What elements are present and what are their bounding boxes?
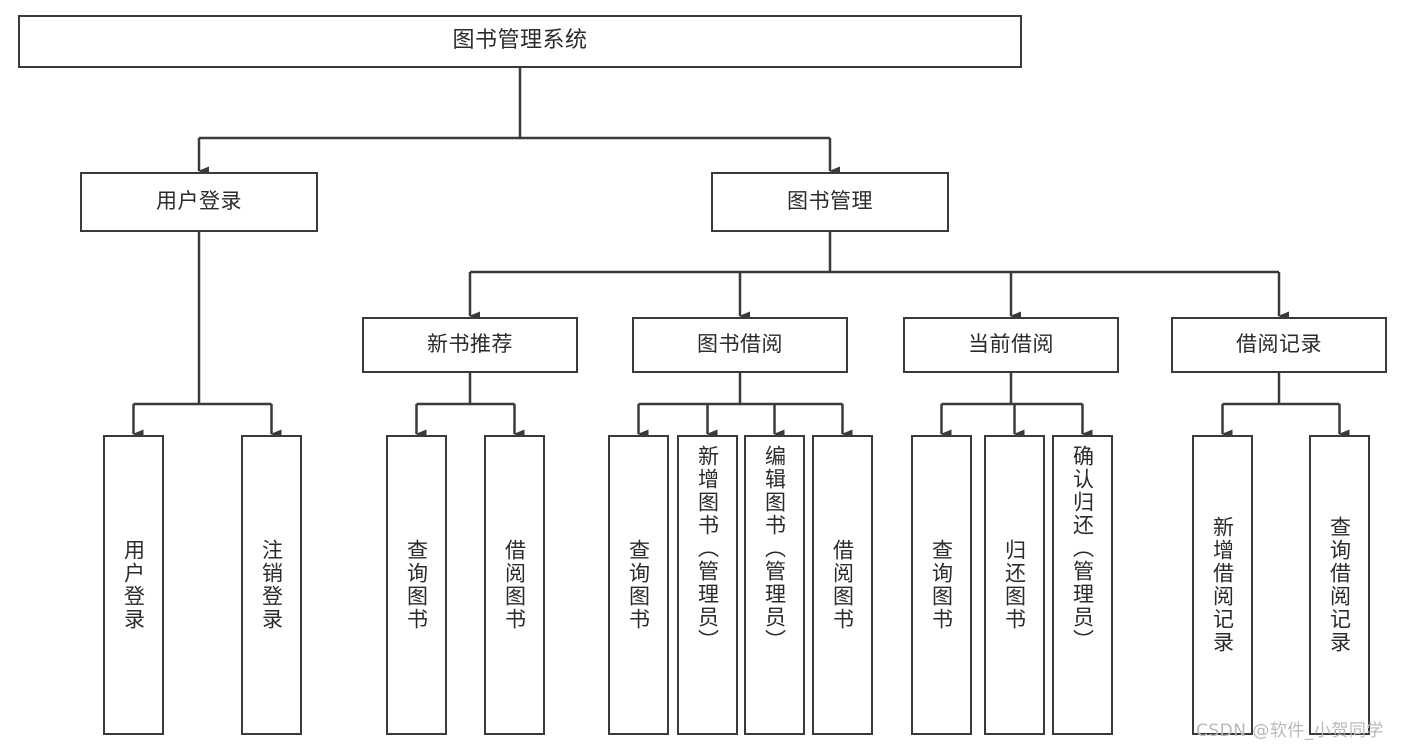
csdn-watermark: CSDN @软件_小贺同学 — [1196, 721, 1384, 741]
node-leaf-edit-book[interactable]: 编辑图书（管理员） — [744, 435, 805, 735]
node-label: 查询图书 — [929, 539, 954, 631]
node-label: 新书推荐 — [427, 332, 513, 357]
node-label: 新增图书（管理员） — [695, 445, 720, 652]
node-book-borrow[interactable]: 图书借阅 — [632, 317, 848, 373]
node-leaf-add-record[interactable]: 新增借阅记录 — [1192, 435, 1253, 735]
node-label: 编辑图书（管理员） — [762, 445, 787, 652]
node-current-borrow[interactable]: 当前借阅 — [903, 317, 1119, 373]
node-label: 注销登录 — [259, 539, 284, 631]
node-leaf-query-book-rec[interactable]: 查询图书 — [386, 435, 447, 735]
node-label: 查询借阅记录 — [1327, 516, 1352, 654]
node-leaf-borrow-book-rec[interactable]: 借阅图书 — [484, 435, 545, 735]
node-leaf-user-logout[interactable]: 注销登录 — [241, 435, 302, 735]
node-leaf-query-record[interactable]: 查询借阅记录 — [1309, 435, 1370, 735]
node-label: 用户登录 — [121, 539, 146, 631]
node-leaf-query-book-c[interactable]: 查询图书 — [911, 435, 972, 735]
node-new-book-rec[interactable]: 新书推荐 — [362, 317, 578, 373]
node-label: 借阅记录 — [1236, 332, 1322, 357]
node-leaf-borrow-book-b[interactable]: 借阅图书 — [812, 435, 873, 735]
node-root-root[interactable]: 图书管理系统 — [18, 15, 1022, 68]
node-label: 借阅图书 — [502, 539, 527, 631]
node-borrow-record[interactable]: 借阅记录 — [1171, 317, 1387, 373]
node-label: 图书管理 — [787, 189, 873, 214]
node-label: 当前借阅 — [968, 332, 1054, 357]
node-leaf-user-login[interactable]: 用户登录 — [103, 435, 164, 735]
node-label: 用户登录 — [156, 189, 242, 214]
node-label: 图书借阅 — [697, 332, 783, 357]
node-label: 查询图书 — [626, 539, 651, 631]
node-label: 查询图书 — [404, 539, 429, 631]
node-label: 图书管理系统 — [452, 28, 588, 54]
node-leaf-return-book[interactable]: 归还图书 — [984, 435, 1045, 735]
node-book-manage[interactable]: 图书管理 — [711, 172, 949, 232]
node-label: 借阅图书 — [830, 539, 855, 631]
node-user-login[interactable]: 用户登录 — [80, 172, 318, 232]
node-label: 新增借阅记录 — [1210, 516, 1235, 654]
node-leaf-confirm-return[interactable]: 确认归还（管理员） — [1052, 435, 1113, 735]
node-leaf-add-book[interactable]: 新增图书（管理员） — [677, 435, 738, 735]
node-leaf-query-book-b[interactable]: 查询图书 — [608, 435, 669, 735]
node-label: 归还图书 — [1002, 539, 1027, 631]
node-label: 确认归还（管理员） — [1070, 445, 1095, 652]
